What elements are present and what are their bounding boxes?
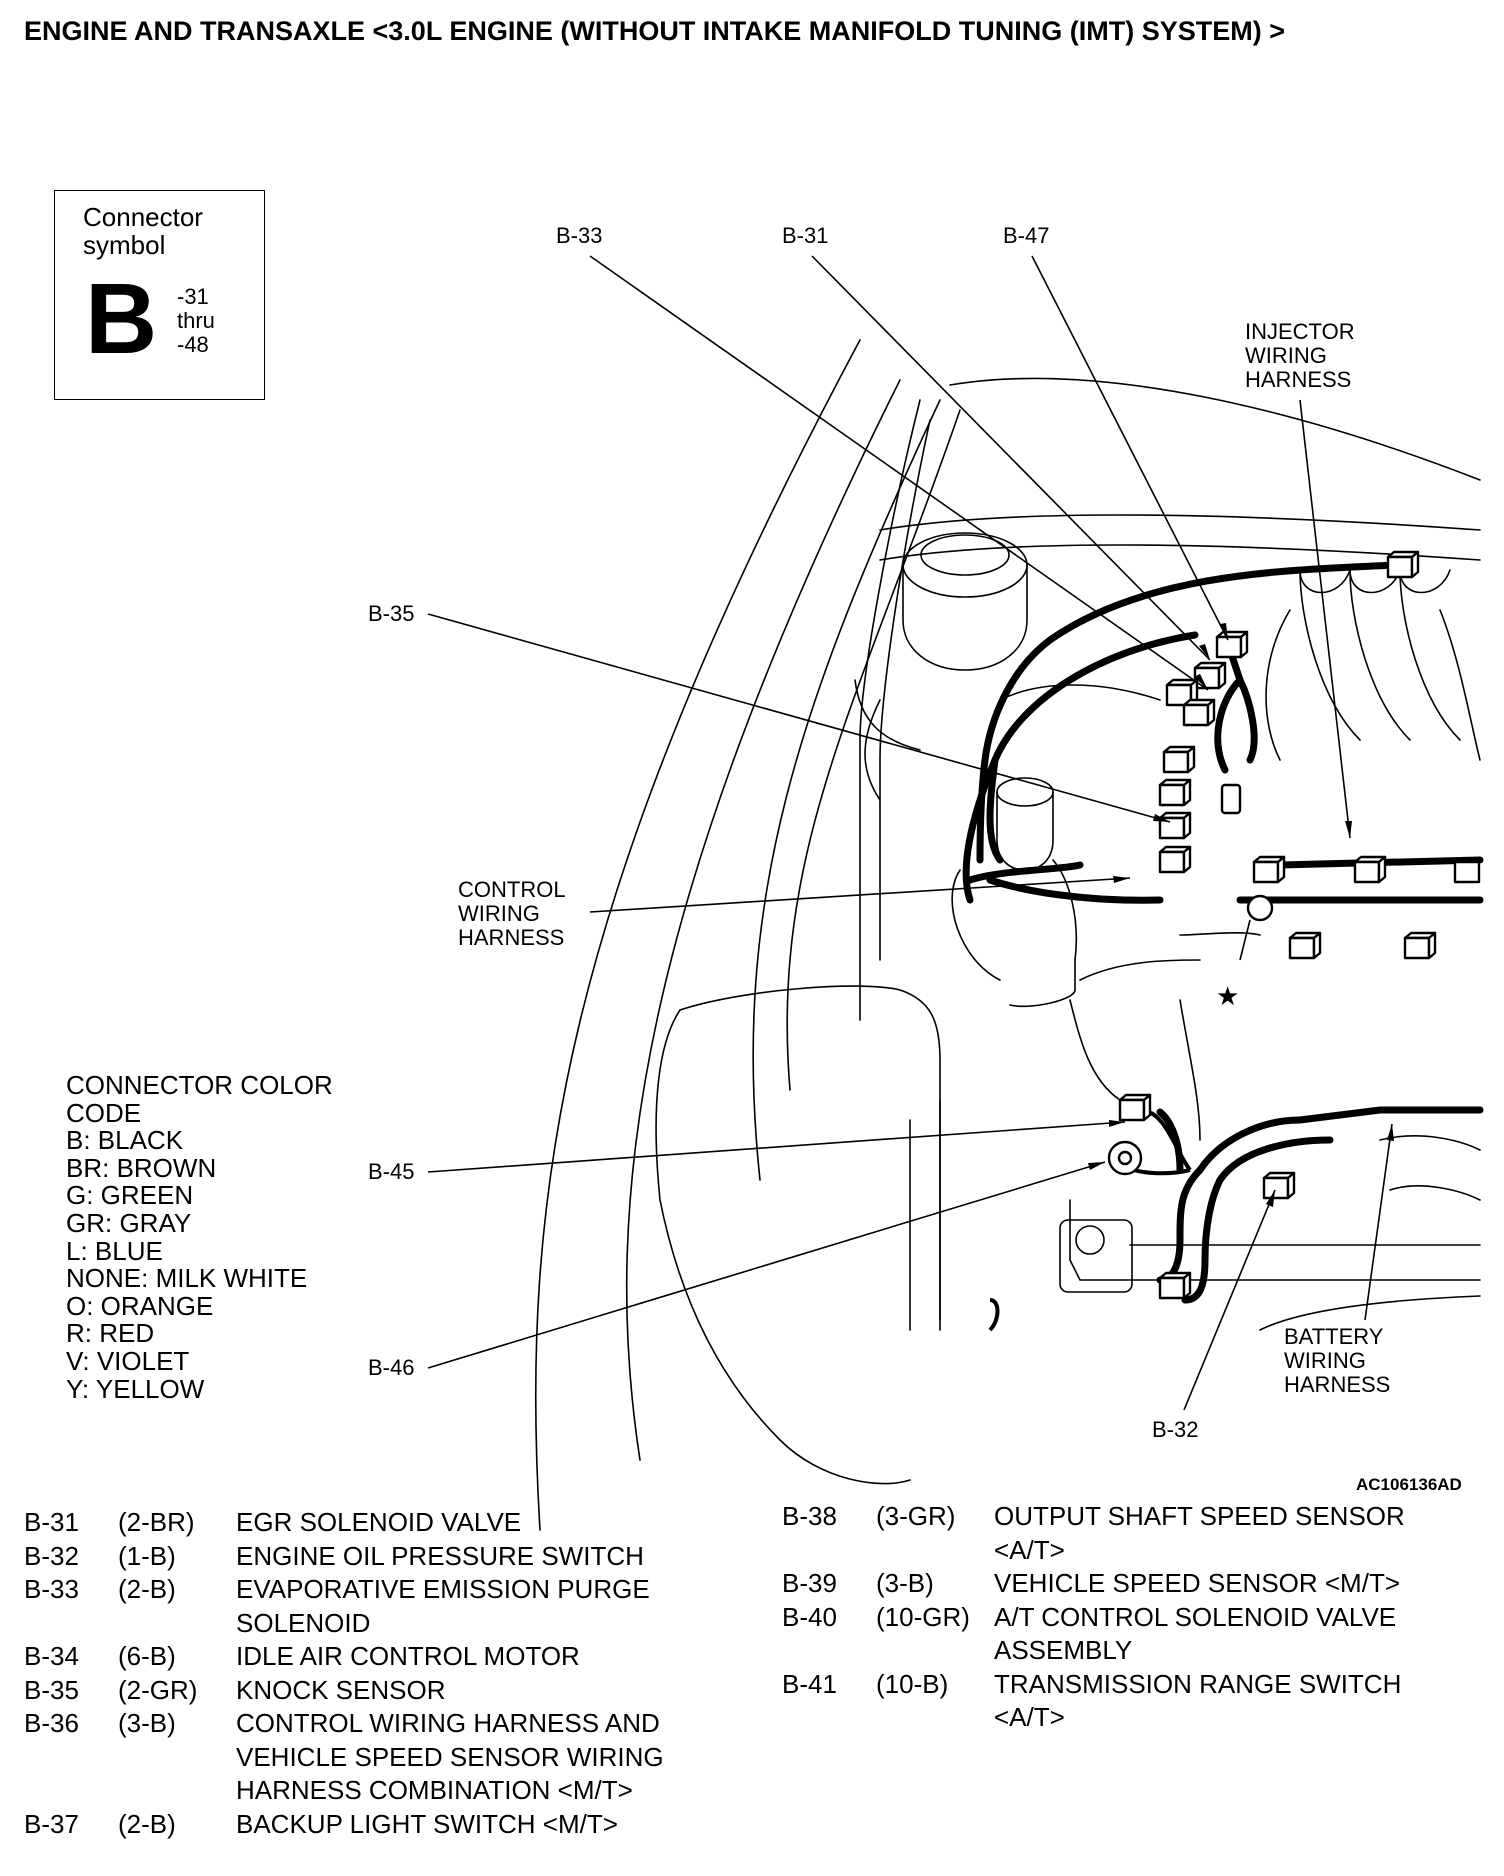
connector-row: B-31 (2-BR) EGR SOLENOID VALVE	[24, 1506, 716, 1540]
connector-id: B-32	[24, 1540, 79, 1571]
connector-desc: EVAPORATIVE EMISSION PURGE SOLENOID	[236, 1574, 650, 1638]
connector-desc: ENGINE OIL PRESSURE SWITCH	[236, 1540, 644, 1571]
injector-harness-line3: HARNESS	[1245, 367, 1352, 392]
connector-pin: (3-GR)	[876, 1501, 956, 1531]
connector-id: B-41	[782, 1668, 837, 1699]
injector-harness-line2: WIRING	[1245, 343, 1327, 368]
connector-pin: (1-B)	[118, 1540, 176, 1571]
callout-b47: B-47	[1003, 223, 1050, 248]
color-code-title-line1: CONNECTOR COLOR	[66, 1070, 333, 1100]
connector-row: B-35 (2-GR) KNOCK SENSOR	[24, 1674, 716, 1708]
color-code-entry: BR: BROWN	[66, 1152, 217, 1183]
callout-b46: B-46	[368, 1355, 415, 1380]
connector-row: B-41 (10-B) TRANSMISSION RANGE SWITCH <A/T…	[782, 1668, 1464, 1735]
connector-pin: (2-BR)	[118, 1507, 195, 1537]
connector-row: B-40 (10-GR) A/T CONTROL SOLENOID VALVE AS…	[782, 1601, 1464, 1668]
connector-desc: OUTPUT SHAFT SPEED SENSOR <A/T>	[994, 1501, 1405, 1565]
range-start: -31	[177, 284, 209, 309]
connector-id: B-34	[24, 1641, 79, 1671]
color-code-entry: NONE: MILK WHITE	[66, 1263, 308, 1294]
connector-id: B-40	[782, 1601, 837, 1632]
connector-pin: (3-B)	[118, 1708, 176, 1738]
connector-pin: (3-B)	[876, 1568, 934, 1598]
connector-desc: TRANSMISSION RANGE SWITCH <A/T>	[994, 1668, 1402, 1733]
color-code-entry: GR: GRAY	[66, 1207, 192, 1238]
connector-symbol-label: Connector symbol	[83, 202, 203, 260]
connector-row: B-32 (1-B) ENGINE OIL PRESSURE SWITCH	[24, 1540, 716, 1574]
control-harness-label: CONTROL WIRING HARNESS	[458, 878, 566, 950]
connector-list-right: B-38 (3-GR) OUTPUT SHAFT SPEED SENSOR <A/T…	[782, 1500, 1464, 1735]
callout-b35: B-35	[368, 601, 415, 626]
connector-row: B-33 (2-B) EVAPORATIVE EMISSION PURGE SOLE…	[24, 1573, 716, 1640]
connector-pin: (2-B)	[118, 1808, 176, 1839]
connector-row: B-36 (3-B) CONTROL WIRING HARNESS AND VEHI…	[24, 1707, 716, 1808]
color-code-entry: B: BLACK	[66, 1125, 184, 1156]
connector-desc: EGR SOLENOID VALVE	[236, 1507, 522, 1537]
connector-desc: A/T CONTROL SOLENOID VALVE ASSEMBLY	[994, 1601, 1397, 1666]
connector-id: B-38	[782, 1501, 837, 1531]
control-harness-line3: HARNESS	[458, 925, 565, 950]
connector-desc: VEHICLE SPEED SENSOR <M/T>	[994, 1568, 1401, 1598]
range-thru: thru	[177, 308, 215, 333]
figure-code: AC106136AD	[1356, 1475, 1462, 1494]
connector-row: B-38 (3-GR) OUTPUT SHAFT SPEED SENSOR <A/T…	[782, 1500, 1464, 1567]
color-code-entry: L: BLUE	[66, 1235, 163, 1266]
connector-id: B-39	[782, 1568, 837, 1598]
connector-color-code: CONNECTOR COLOR CODE B: BLACK BR: BROWN …	[66, 1070, 333, 1404]
connector-id: B-37	[24, 1808, 79, 1839]
connector-desc: KNOCK SENSOR	[236, 1674, 446, 1705]
color-code-title-line2: CODE	[66, 1097, 142, 1128]
connector-desc: BACKUP LIGHT SWITCH <M/T>	[236, 1808, 618, 1839]
connector-id: B-36	[24, 1708, 79, 1738]
connector-desc: IDLE AIR CONTROL MOTOR	[236, 1641, 580, 1671]
battery-harness-line2: WIRING	[1284, 1348, 1366, 1373]
color-code-entry: O: ORANGE	[66, 1290, 214, 1321]
connector-symbol-range: -31 thru -48	[177, 285, 215, 357]
battery-harness-line1: BATTERY	[1284, 1324, 1384, 1349]
connector-symbol-letter: B	[85, 263, 158, 375]
connector-row: B-37 (2-B) BACKUP LIGHT SWITCH <M/T>	[24, 1808, 716, 1842]
callout-b32: B-32	[1152, 1417, 1199, 1442]
callout-b31: B-31	[782, 223, 829, 248]
connector-id: B-35	[24, 1674, 79, 1705]
connector-desc: CONTROL WIRING HARNESS AND VEHICLE SPEED…	[236, 1708, 664, 1805]
connector-pin: (2-B)	[118, 1574, 176, 1604]
control-harness-line1: CONTROL	[458, 877, 566, 902]
connector-pin: (2-GR)	[118, 1674, 198, 1705]
color-code-entry: G: GREEN	[66, 1180, 194, 1211]
range-end: -48	[177, 332, 209, 357]
star-icon: ★	[1216, 981, 1240, 1011]
battery-harness-line3: HARNESS	[1284, 1372, 1391, 1397]
callout-b45: B-45	[368, 1159, 415, 1184]
color-code-entry: R: RED	[66, 1318, 155, 1349]
connector-row: B-39 (3-B) VEHICLE SPEED SENSOR <M/T>	[782, 1567, 1464, 1601]
connector-pin: (10-GR)	[876, 1601, 970, 1632]
connector-symbol-box: Connector symbol B -31 thru -48	[54, 190, 265, 400]
injector-harness-line1: INJECTOR	[1245, 319, 1355, 344]
connector-pin: (6-B)	[118, 1641, 176, 1671]
connector-id: B-33	[24, 1574, 79, 1604]
connector-row: B-34 (6-B) IDLE AIR CONTROL MOTOR	[24, 1640, 716, 1674]
connector-id: B-31	[24, 1507, 79, 1537]
connector-list-left: B-31 (2-BR) EGR SOLENOID VALVE B-32 (1-B) EN…	[24, 1506, 716, 1841]
battery-harness-label: BATTERY WIRING HARNESS	[1284, 1325, 1390, 1397]
color-code-entry: V: VIOLET	[66, 1345, 190, 1376]
callout-b33: B-33	[556, 223, 603, 248]
page-title: ENGINE AND TRANSAXLE <3.0L ENGINE (WITHO…	[24, 16, 1286, 46]
color-code-entry: Y: YELLOW	[66, 1373, 205, 1404]
control-harness-line2: WIRING	[458, 901, 540, 926]
connector-pin: (10-B)	[876, 1668, 949, 1699]
injector-harness-label: INJECTOR WIRING HARNESS	[1245, 320, 1355, 392]
